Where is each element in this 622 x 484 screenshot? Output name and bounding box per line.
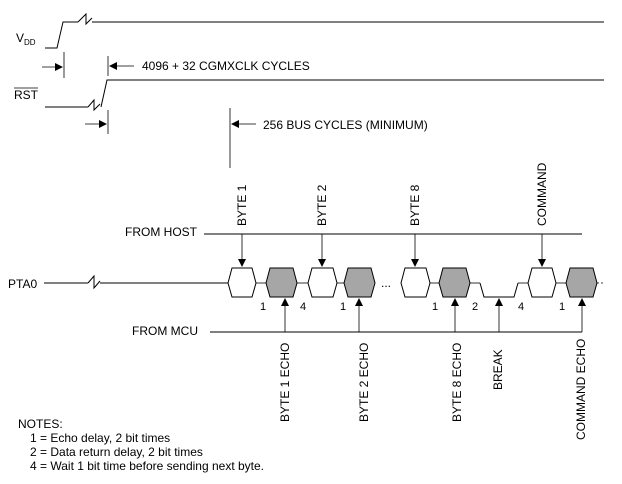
vdd-rise-marker	[42, 52, 65, 78]
reset-delay-marker	[107, 56, 134, 76]
host-byte-1-label: BYTE 1	[235, 184, 249, 226]
gap-marker-echo-delay: 1	[559, 301, 565, 313]
pta0-waveform	[44, 274, 519, 298]
host-command-label: COMMAND	[535, 162, 549, 226]
mcu-byte-8-echo-label: BYTE 8 ECHO	[450, 343, 464, 422]
pta0-command-echo-frame	[565, 267, 598, 298]
gap-marker-echo-delay: 1	[340, 301, 346, 313]
pta0-byte-8-frame	[400, 267, 431, 298]
pta0-byte-2-frame	[307, 267, 338, 298]
pta0-label: PTA0	[8, 277, 37, 291]
host-byte-8-label: BYTE 8	[408, 184, 422, 226]
pta0-byte-8-echo-frame	[438, 267, 471, 298]
pta0-command-frame	[527, 267, 557, 298]
rst-waveform	[45, 79, 604, 112]
gap-marker-wait: 4	[300, 301, 306, 313]
rst-rise-marker	[85, 110, 109, 134]
reset-delay-label: 4096 + 32 CGMXCLK CYCLES	[142, 59, 310, 73]
gap-marker-return-delay: 2	[472, 301, 478, 313]
vdd-label: VDD	[16, 31, 36, 47]
mcu-break-label: BREAK	[491, 349, 505, 390]
pta0-byte-1-frame	[227, 267, 257, 298]
mcu-byte-1-echo-label: BYTE 1 ECHO	[278, 343, 292, 422]
note-echo-delay: 1 = Echo delay, 2 bit times	[30, 431, 170, 445]
mcu-command-echo-label: COMMAND ECHO	[574, 339, 588, 440]
notes-title: NOTES:	[18, 417, 63, 431]
host-byte-2-label: BYTE 2	[315, 184, 329, 226]
pta0-byte-1-echo-frame	[265, 267, 298, 298]
mcu-byte-2-echo-label: BYTE 2 ECHO	[357, 343, 371, 422]
note-wait-bit-time: 4 = Wait 1 bit time before sending next …	[30, 459, 264, 473]
pta0-ellipsis: ...	[381, 276, 391, 290]
rst-label: RST	[14, 88, 39, 102]
from-mcu-label: FROM MCU	[132, 324, 198, 338]
gap-marker-wait: 4	[518, 301, 524, 313]
bus-delay-marker	[229, 108, 256, 168]
gap-marker-echo-delay: 1	[432, 301, 438, 313]
bus-delay-label: 256 BUS CYCLES (MINIMUM)	[263, 118, 428, 132]
vdd-waveform	[45, 12, 604, 49]
pta0-byte-2-echo-frame	[343, 267, 376, 298]
note-data-return-delay: 2 = Data return delay, 2 bit times	[30, 445, 203, 459]
from-host-label: FROM HOST	[125, 225, 198, 239]
gap-marker-echo-delay: 1	[260, 301, 266, 313]
